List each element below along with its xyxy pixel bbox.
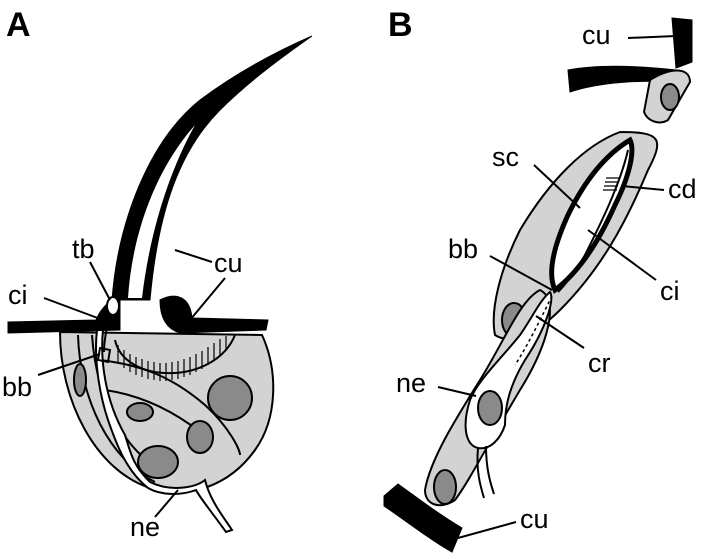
panel-a-label-bb: bb — [2, 372, 32, 402]
panel-b-label-cu-top: cu — [582, 20, 611, 50]
panel-a-seta-lumen — [128, 125, 195, 298]
panel-b-ciliary-rootlet — [514, 295, 553, 366]
panel-a-nucleus-2 — [126, 402, 154, 422]
panel-b-label-sc: sc — [492, 142, 519, 172]
panel-b-letter: B — [388, 6, 413, 44]
panel-b-leader-bb — [489, 255, 553, 291]
panel-a-label-ne: ne — [130, 512, 160, 542]
panel-b-leader-sc — [533, 164, 581, 209]
panel-b-leader-cu-top — [627, 35, 677, 39]
panel-a-nucleus-4 — [73, 363, 87, 397]
panel-a-nucleus-3 — [186, 420, 214, 454]
panel-b-leader-cr — [535, 315, 585, 349]
panel-b-leader-cu-bottom — [457, 521, 517, 539]
panel-b-label-bb: bb — [448, 234, 478, 264]
panel-a-cell-outline-3 — [99, 359, 241, 456]
panel-a-label-cu: cu — [214, 248, 243, 278]
panel-b-neuron-nucleus — [477, 390, 503, 426]
panel-a-letter: A — [6, 6, 31, 44]
panel-a-basal-body — [96, 346, 112, 364]
panel-b-top-nucleus — [660, 83, 680, 111]
panel-b-cuticle-top-vertical — [671, 17, 693, 69]
panel-b-label-ne: ne — [396, 368, 426, 398]
panel-b-lower-nucleus — [433, 469, 457, 505]
panel-a-leader-tb — [89, 261, 111, 301]
panel-a-microvilli — [114, 334, 236, 381]
panel-b-label-cr: cr — [588, 348, 611, 378]
panel-b-label-cd: cd — [668, 174, 697, 204]
panel-a-leader-cu-seta — [174, 249, 213, 263]
panel-b-leader-ci — [587, 229, 657, 281]
panel-a-neuron — [95, 329, 234, 534]
panel-a-leader-ci — [43, 297, 104, 321]
panel-a-neuron-nucleus — [137, 445, 179, 479]
panel-b-label-cu-bottom: cu — [520, 504, 549, 534]
panel-a-nucleus-1 — [207, 375, 253, 421]
panel-b-leader-ne — [437, 386, 477, 397]
panel-a-cuticle-band-right — [159, 295, 269, 334]
panel-a-label-tb: tb — [72, 234, 95, 264]
panel-b-cuticle-bottom — [383, 483, 463, 553]
panel-a-tubular-body — [106, 296, 120, 316]
panel-b-leader-cd — [621, 185, 665, 191]
panel-a-leader-bb — [37, 353, 101, 376]
panel-a: A — [2, 6, 313, 542]
panel-b-axon — [476, 445, 495, 499]
panel-b-ciliary-dilation — [603, 177, 620, 191]
panel-a-leader-cu-band — [189, 277, 226, 321]
panel-b: B cu sc cd — [383, 6, 697, 553]
panel-a-label-ci: ci — [8, 280, 28, 310]
panel-b-label-ci: ci — [660, 276, 680, 306]
panel-a-leader-ne — [154, 489, 179, 518]
